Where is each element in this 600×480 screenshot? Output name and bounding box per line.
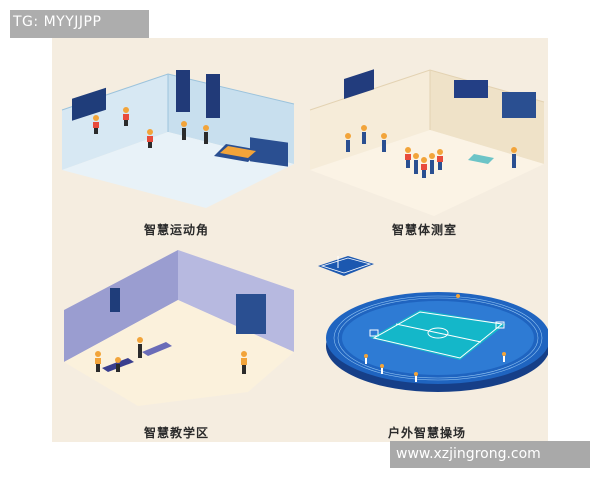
- channel-badge-text: TG: MYYJJPP: [13, 14, 102, 30]
- caption-smart-teaching-area: 智慧教学区: [144, 426, 210, 440]
- outdoor-smart-playground-scene: [318, 256, 548, 392]
- caption-smart-sports-corner: 智慧运动角: [144, 223, 210, 237]
- smart-sports-corner-scene: [61, 70, 295, 208]
- illustration-panel: 智慧运动角 智慧体测室: [52, 38, 548, 442]
- site-watermark-text: www.xzjingrong.com: [396, 446, 541, 462]
- caption-smart-fitness-test-room: 智慧体测室: [392, 223, 458, 237]
- site-watermark: [390, 441, 590, 468]
- caption-outdoor-smart-playground: 户外智慧操场: [388, 426, 467, 440]
- channel-badge: [10, 10, 149, 38]
- smart-teaching-area-scene: [64, 250, 294, 406]
- smart-fitness-test-room-scene: [309, 69, 545, 216]
